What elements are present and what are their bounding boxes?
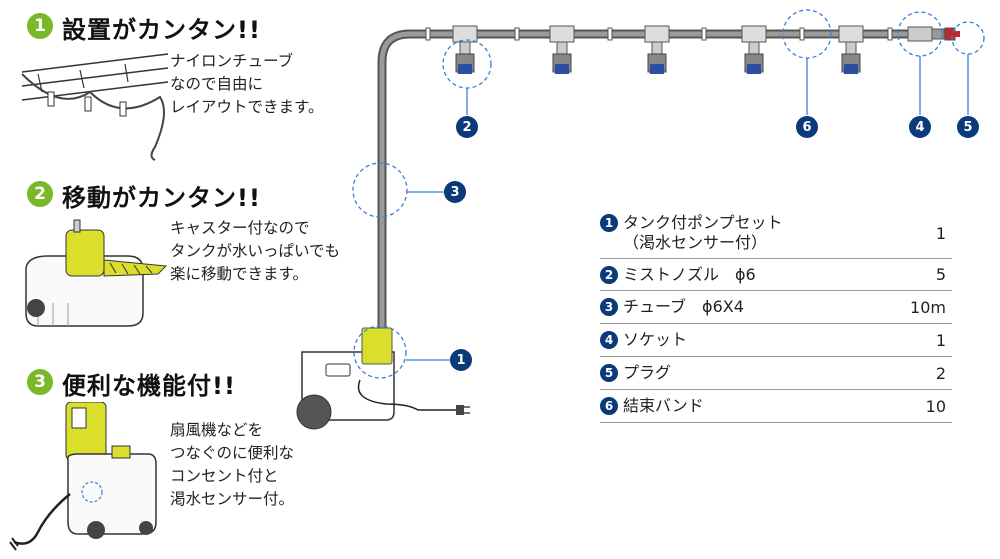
parts-table: 1 タンク付ポンプセット （渇水センサー付） 1 2 ミストノズル ϕ6 5 3… — [600, 208, 952, 423]
mist-system-diagram — [296, 9, 985, 430]
feature-2-desc: キャスター付なので タンクが水いっぱいでも 楽に移動できます。 — [170, 219, 341, 283]
parts-row-name: チューブ ϕ6X4 — [623, 297, 744, 316]
callout-5: 5 — [957, 116, 979, 138]
tank-pump-cart-illustration — [25, 219, 168, 327]
parts-row-qty: 1 — [935, 330, 946, 350]
parts-row: 4 ソケット 1 — [600, 324, 952, 357]
tank-outlet-illustration — [9, 402, 157, 551]
feature-3-number: 3 — [27, 369, 53, 395]
parts-row: 3 チューブ ϕ6X4 10m — [600, 291, 952, 324]
parts-row-number: 1 — [600, 214, 618, 232]
callout-2: 2 — [456, 116, 478, 138]
parts-row: 5 プラグ 2 — [600, 357, 952, 390]
parts-row-number: 2 — [600, 265, 618, 284]
parts-row-number: 5 — [600, 364, 618, 382]
parts-row-name: 結束バンド — [623, 396, 704, 415]
parts-row-qty: 10m — [910, 297, 946, 317]
callout-4: 4 — [909, 116, 931, 138]
mist-nozzles — [452, 25, 864, 74]
parts-row-name: ソケット — [623, 330, 688, 349]
feature-2-title: 移動がカンタン!! — [62, 184, 261, 212]
parts-row-qty: 5 — [935, 265, 946, 284]
socket-part — [907, 26, 933, 42]
parts-row-qty: 10 — [925, 396, 946, 416]
parts-row: 6 結束バンド 10 — [600, 390, 952, 423]
plug-part — [944, 27, 956, 41]
callout-6: 6 — [796, 116, 818, 138]
feature-1-desc: ナイロンチューブ なので自由に レイアウトできます。 — [170, 52, 324, 116]
feature-1-title: 設置がカンタン!! — [62, 16, 261, 44]
parts-row-name: ミストノズル ϕ6 — [623, 264, 756, 284]
parts-row: 1 タンク付ポンプセット （渇水センサー付） 1 — [600, 208, 952, 259]
parts-row-qty: 1 — [935, 223, 946, 243]
parts-row-name: プラグ — [623, 363, 672, 382]
leader-lines — [406, 54, 969, 361]
feature-3-title: 便利な機能付!! — [62, 372, 236, 400]
parts-row-number: 3 — [600, 298, 618, 316]
parts-row-number: 4 — [600, 331, 618, 349]
binding-bands — [425, 27, 893, 41]
feature-3-desc: 扇風機などを つなぐのに便利な コンセント付と 渇水センサー付。 — [170, 421, 295, 508]
parts-row-name: タンク付ポンプセット （渇水センサー付） — [623, 213, 783, 252]
callout-1: 1 — [450, 349, 472, 371]
parts-row-qty: 2 — [935, 363, 946, 383]
parts-row: 2 ミストノズル ϕ6 5 — [600, 259, 952, 291]
parts-row-number: 6 — [600, 397, 618, 415]
tank-pump-unit — [296, 327, 470, 430]
feature-2-number: 2 — [27, 181, 53, 207]
callout-3: 3 — [444, 181, 466, 203]
feature-1-number: 1 — [27, 13, 53, 39]
nylon-tube-illustration — [21, 53, 169, 161]
